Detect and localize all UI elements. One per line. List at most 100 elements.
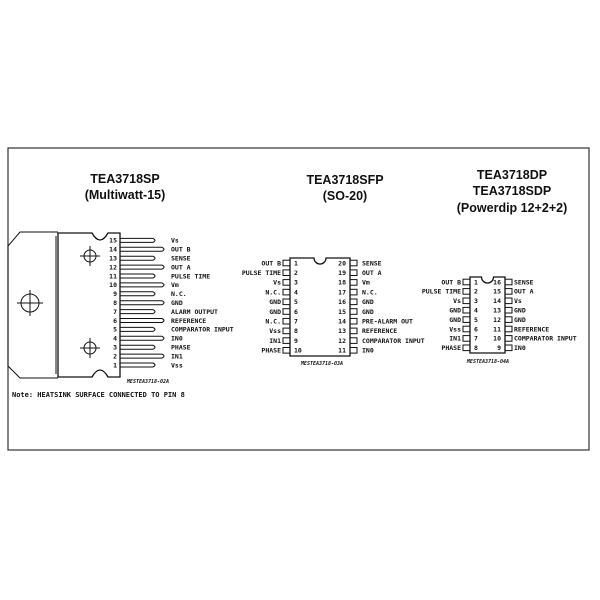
pin-label: N.C. (362, 288, 378, 296)
pin-label: REFERENCE (362, 327, 397, 335)
pin-pad (349, 317, 358, 325)
dp-title: TEA3718DP (477, 168, 547, 182)
pin-label: Vm (171, 281, 179, 289)
pin-lead (120, 255, 156, 261)
pin-pad (349, 327, 358, 335)
pin-12: 12 COMPARATOR INPUT (338, 337, 425, 345)
pin-pad (504, 316, 513, 323)
pin-label: PULSE TIME (171, 272, 210, 280)
sp-title: TEA3718SP (90, 172, 159, 186)
pin-number: 2 (474, 288, 478, 296)
pin-number: 13 (109, 255, 117, 263)
pin-pad (504, 288, 513, 295)
pin-label: OUT B (261, 259, 281, 267)
ic-body (57, 232, 121, 378)
pin-label: Vs (273, 279, 281, 287)
pin-label: ALARM OUTPUT (171, 308, 218, 316)
pin-label: IN1 (269, 337, 281, 345)
pin-pad (349, 279, 358, 286)
sfp-title: TEA3718SFP (306, 173, 383, 187)
pin-pad (282, 279, 291, 286)
pin-pad (349, 288, 358, 296)
pin-number: 14 (338, 318, 346, 326)
pin-number: 18 (338, 279, 346, 287)
pin-pad (504, 335, 513, 342)
pin-number: 8 (294, 327, 298, 335)
heatsink-note: Note: HEATSINK SURFACE CONNECTED TO PIN … (12, 391, 185, 399)
dp-title-2: TEA3718SDP (473, 184, 552, 198)
pin-number: 6 (294, 308, 298, 316)
pin-label: IN0 (514, 344, 526, 352)
pin-label: GND (269, 298, 281, 306)
heatsink-tab (7, 231, 58, 379)
pin-number: 4 (294, 288, 298, 296)
dp-subtitle: (Powerdip 12+2+2) (457, 201, 567, 215)
pin-lead (120, 282, 165, 288)
pin-number: 2 (294, 269, 298, 277)
pin-number: 14 (109, 246, 117, 254)
pin-label: PULSE TIME (422, 288, 461, 296)
pin-pad (282, 347, 291, 354)
pin-number: 20 (338, 259, 346, 267)
pin-4: 4N.C. (265, 288, 298, 296)
pin-number: 3 (113, 344, 117, 352)
pin-label: PHASE (441, 344, 461, 352)
pin-3: 3 PHASE (113, 344, 191, 352)
pin-number: 12 (338, 337, 346, 345)
pin-number: 4 (113, 335, 117, 343)
pin-number: 13 (338, 327, 346, 335)
pin-number: 4 (474, 307, 478, 315)
pin-lead (120, 300, 165, 306)
pin-number: 16 (338, 298, 346, 306)
pin-pad (504, 325, 513, 333)
pin-label: OUT B (171, 246, 191, 254)
pin-2: 2 PULSE TIME (422, 288, 478, 296)
pin-lead (120, 246, 165, 252)
pin-label: IN0 (362, 347, 374, 355)
pin-pad (504, 278, 513, 286)
pin-number: 1 (294, 259, 298, 267)
pin-lead (120, 273, 156, 279)
pin-number: 12 (493, 316, 501, 324)
pin-label: COMPARATOR INPUT (362, 337, 425, 345)
pin-pad (462, 278, 471, 286)
pin-pad (349, 347, 358, 354)
pin-pad (462, 335, 471, 342)
pin-pad (282, 317, 291, 325)
pin-pad (282, 327, 291, 335)
pin-label: PHASE (171, 344, 191, 352)
pin-pad (349, 298, 358, 306)
pin-label: SENSE (514, 278, 534, 286)
pin-3: 3Vs (273, 279, 298, 287)
pin-pad (349, 269, 358, 276)
pin-number: 1 (474, 278, 478, 286)
sp-subtitle: (Multiwatt-15) (85, 188, 166, 202)
pin-pad (504, 344, 513, 352)
pin-pad (282, 337, 291, 344)
pin-lead (120, 309, 156, 315)
pin-number: 1 (113, 361, 117, 369)
dp-code: MESTEA3718-04A (466, 359, 509, 365)
pin-label: GND (269, 308, 281, 316)
pin-label: Vs (514, 297, 522, 305)
